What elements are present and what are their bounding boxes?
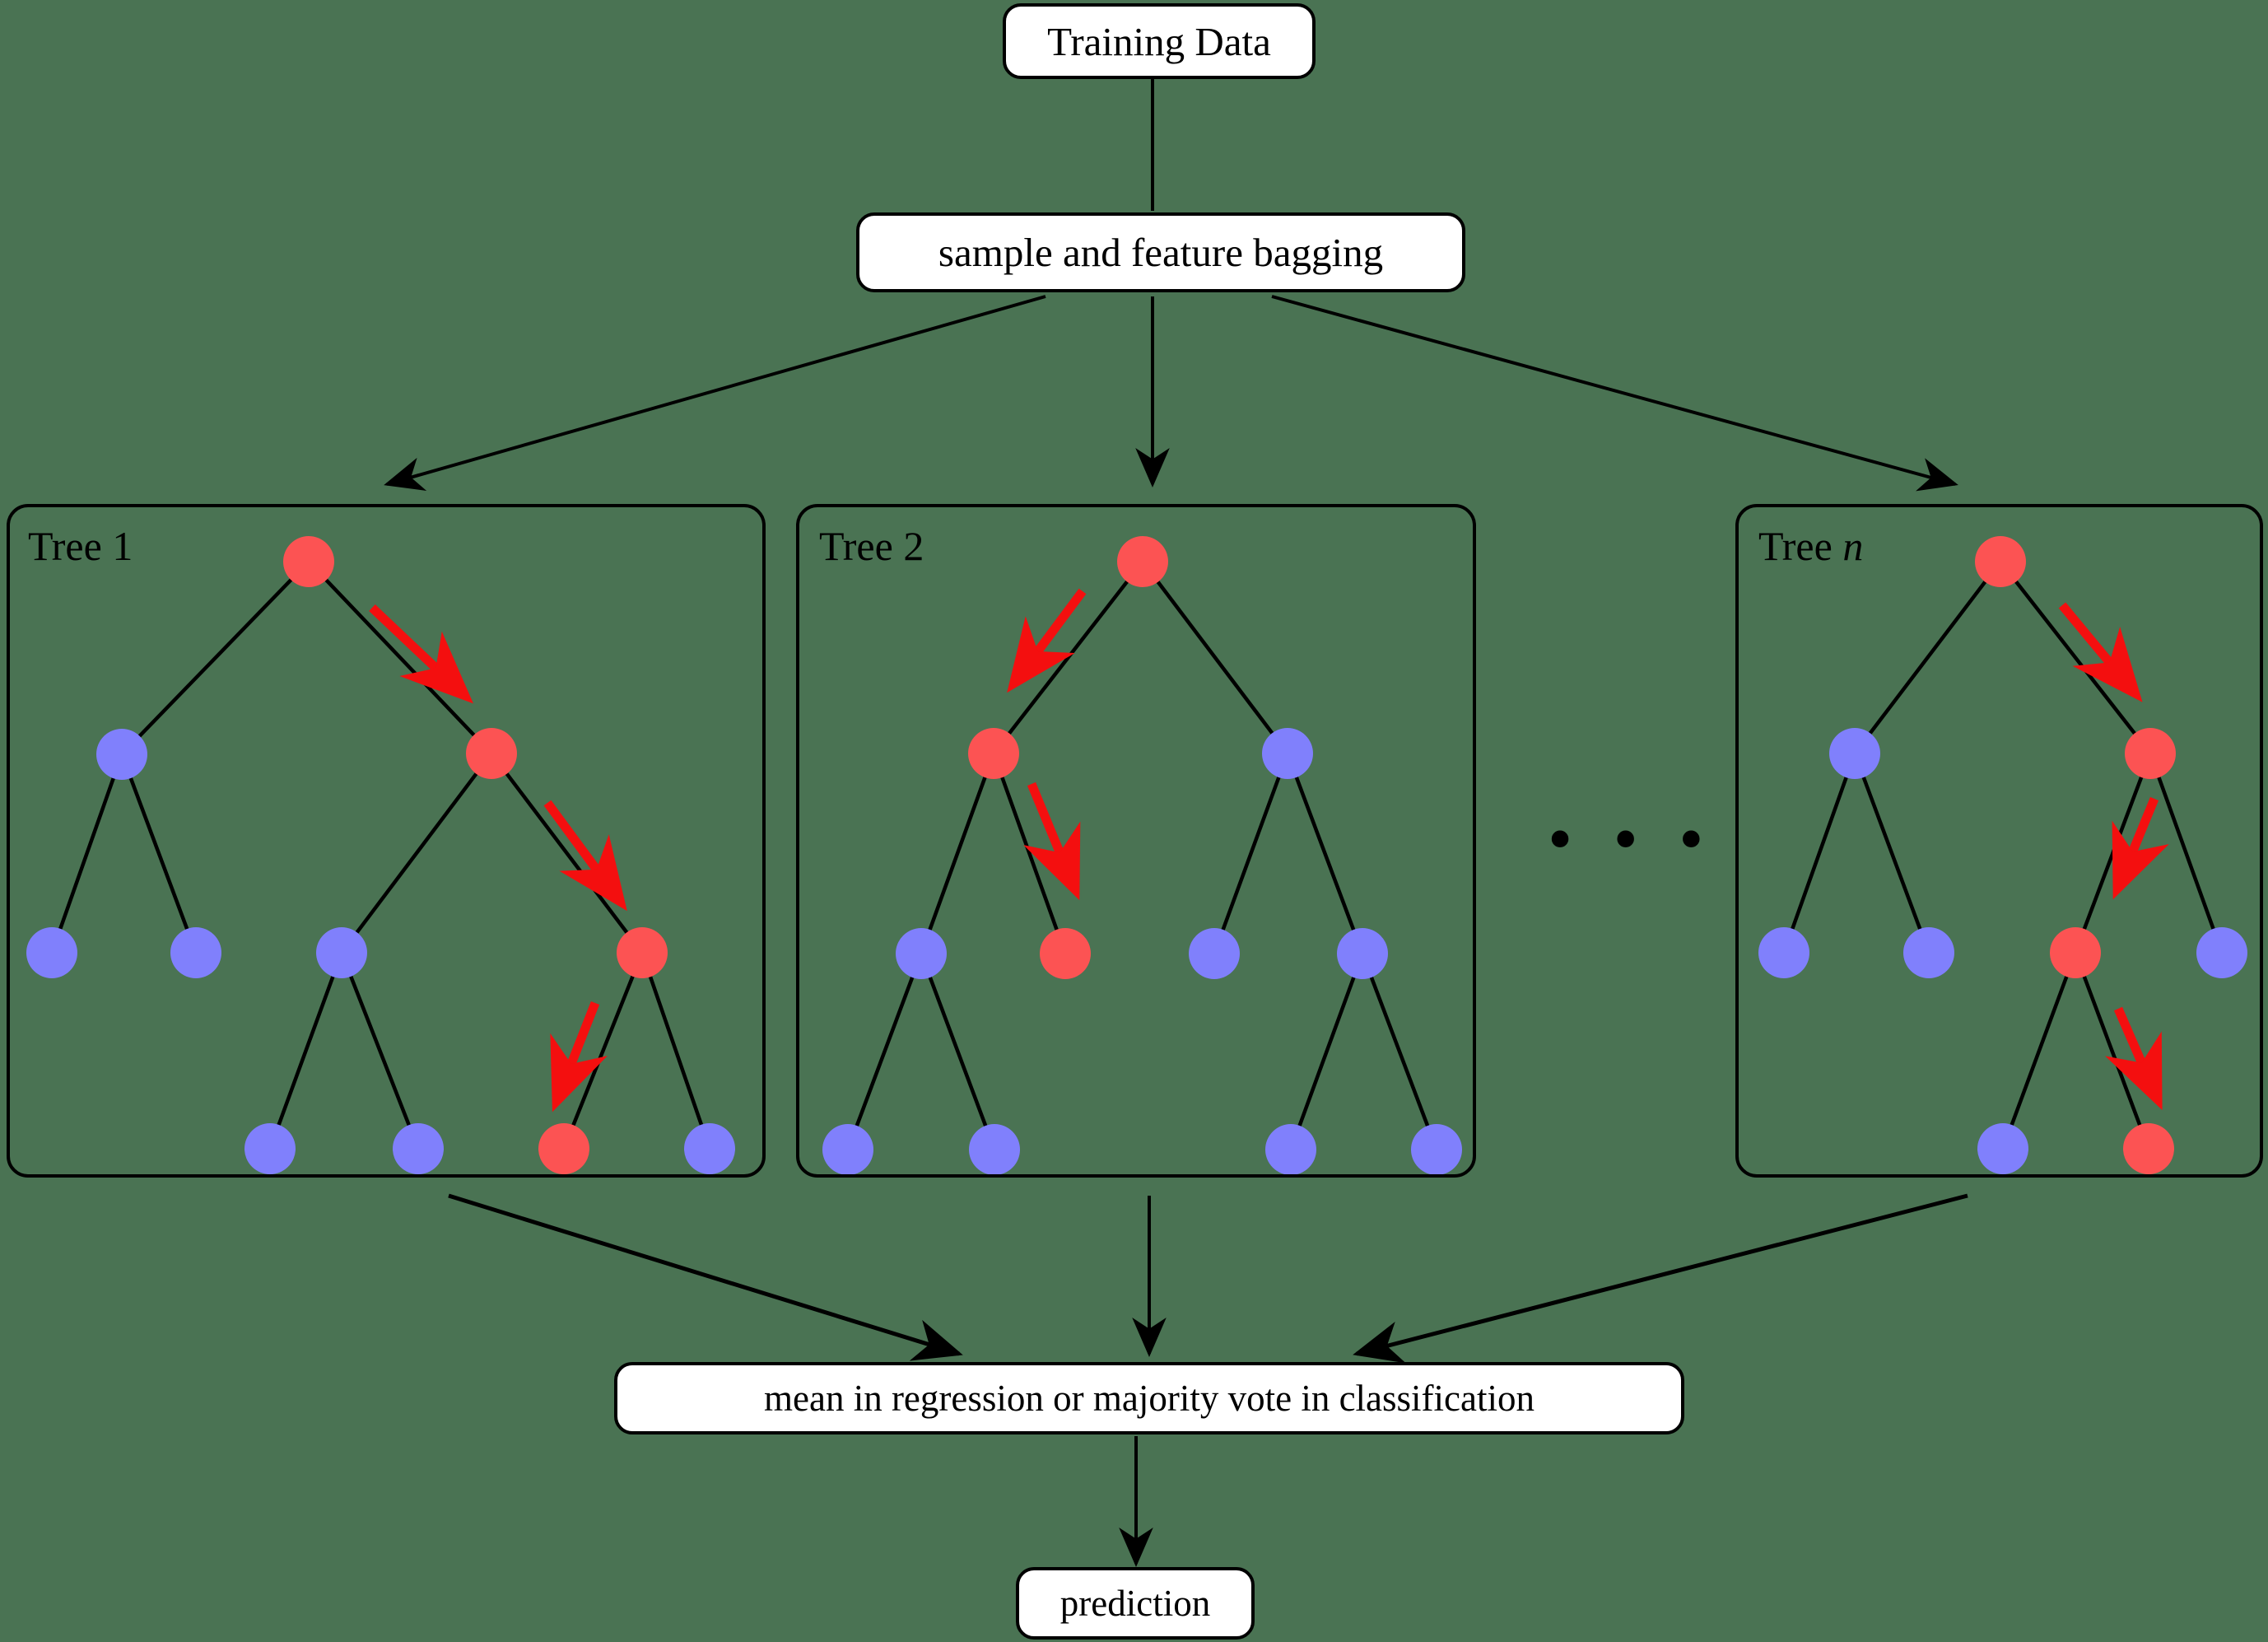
tree-edge — [927, 974, 989, 1129]
tree-node-blue[interactable] — [244, 1123, 296, 1174]
decision-path-arrow — [1023, 781, 1081, 901]
tree-edge — [1155, 579, 1275, 736]
decision-path-arrow — [543, 800, 627, 912]
bagging-to-treen-arrow — [1271, 295, 1958, 492]
tree-1-container[interactable] — [7, 504, 766, 1178]
tree-node-blue[interactable] — [1337, 928, 1388, 979]
tree-node-red[interactable] — [1040, 928, 1091, 979]
tree-node-blue[interactable] — [684, 1123, 735, 1174]
training-data-box[interactable]: Training Data — [1003, 3, 1316, 79]
tree-edge — [58, 776, 116, 931]
tree-edge — [2009, 973, 2070, 1128]
tree-label-prefix: Tree — [1758, 523, 1843, 569]
treen-to-aggregate-arrow — [1353, 1193, 1968, 1364]
decision-path-arrow — [2058, 602, 2143, 702]
tree-node-blue[interactable] — [896, 928, 947, 979]
tree-node-blue[interactable] — [1903, 927, 1954, 978]
tree-n-container[interactable] — [1735, 504, 2263, 1178]
tree-label-prefix: Tree — [28, 523, 113, 569]
tree-node-red[interactable] — [2125, 728, 2176, 779]
tree-node-blue[interactable] — [393, 1123, 444, 1174]
tree-node-red[interactable] — [1117, 536, 1168, 587]
tree-node-blue[interactable] — [1977, 1123, 2028, 1174]
tree-label-index: n — [1842, 523, 1864, 569]
tree-edge — [276, 974, 336, 1127]
tree-edge — [354, 771, 479, 935]
tree-node-red[interactable] — [466, 728, 517, 779]
tree-edge — [1220, 775, 1282, 932]
tree-label-index: 1 — [112, 523, 133, 569]
tree-2-label: Tree 2 — [819, 525, 924, 567]
prediction-box[interactable]: prediction — [1016, 1567, 1255, 1640]
tree-node-red[interactable] — [2050, 927, 2101, 978]
bagging-box[interactable]: sample and feature bagging — [856, 212, 1465, 292]
tree-node-red[interactable] — [2123, 1123, 2174, 1174]
tree-node-red[interactable] — [538, 1123, 589, 1174]
tree-edge — [1293, 774, 1357, 933]
bagging-to-tree1-arrow — [384, 295, 1046, 491]
decision-path-arrow — [2112, 796, 2169, 900]
tree-node-blue[interactable] — [316, 927, 367, 978]
tree-label-prefix: Tree — [819, 523, 904, 569]
tree-label-index: 2 — [903, 523, 924, 569]
tree-edge — [1790, 775, 1849, 931]
tree-edge — [648, 974, 704, 1127]
tree-2-container[interactable] — [796, 504, 1476, 1178]
tree-node-blue[interactable] — [822, 1124, 873, 1175]
tree-node-blue[interactable] — [2196, 927, 2247, 978]
tree-edge — [1368, 974, 1431, 1129]
tree-node-blue[interactable] — [1265, 1124, 1316, 1175]
tree-1-label: Tree 1 — [28, 525, 133, 567]
tree-node-blue[interactable] — [1262, 728, 1313, 779]
decision-path-arrow — [2105, 1006, 2163, 1111]
tree-node-circles — [26, 536, 2247, 1175]
tree-edge — [1297, 975, 1357, 1128]
tree-edge — [1867, 579, 1988, 736]
tree-node-red[interactable] — [617, 927, 668, 978]
tree1-to-aggregate-arrow — [448, 1193, 963, 1361]
tree-node-blue[interactable] — [1758, 927, 1809, 978]
tree-edge — [1861, 774, 1923, 932]
tree-node-red[interactable] — [1975, 536, 2026, 587]
tree-edge — [137, 576, 294, 739]
tree-node-red[interactable] — [968, 728, 1019, 779]
tree-n-label: Tree n — [1758, 525, 1863, 567]
tree-edge — [927, 775, 988, 932]
tree-edge — [128, 775, 190, 932]
tree-edge — [854, 974, 915, 1129]
tree-node-blue[interactable] — [26, 927, 77, 978]
tree-node-blue[interactable] — [1189, 928, 1240, 979]
tree-edge — [2156, 775, 2216, 931]
ellipsis-more-trees: • • • — [1548, 799, 1716, 878]
aggregation-box[interactable]: mean in regression or majority vote in c… — [614, 1362, 1684, 1434]
tree-node-blue[interactable] — [1829, 728, 1880, 779]
decision-path-arrow — [550, 1001, 608, 1113]
flow-connectors — [384, 79, 1968, 1567]
tree-node-blue[interactable] — [96, 729, 147, 780]
tree-node-blue[interactable] — [1411, 1124, 1462, 1175]
tree-node-red[interactable] — [283, 536, 334, 587]
decision-path-arrow — [369, 604, 473, 704]
decision-path-arrows — [369, 588, 2169, 1113]
decision-path-arrow — [1007, 588, 1087, 693]
tree-node-blue[interactable] — [170, 927, 221, 978]
tree-node-blue[interactable] — [969, 1124, 1020, 1175]
tree-edge — [348, 973, 412, 1128]
